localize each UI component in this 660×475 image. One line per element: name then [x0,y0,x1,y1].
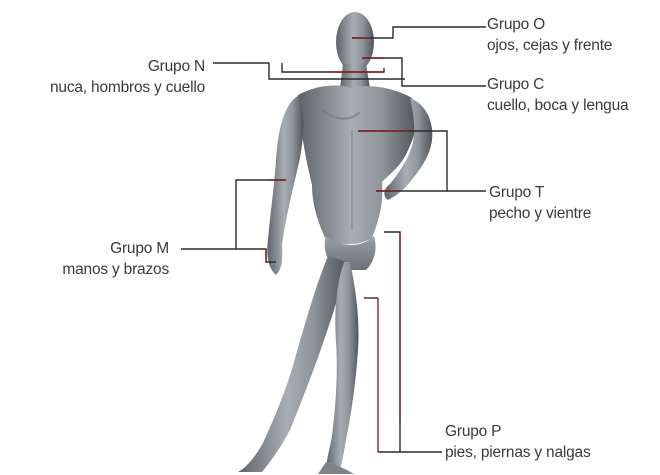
grupo-c-title: Grupo C [487,74,628,95]
label-grupo-p: Grupo P pies, piernas y nalgas [445,421,591,463]
label-grupo-n: Grupo N nuca, hombros y cuello [50,56,205,98]
mannequin-body [238,12,432,474]
grupo-p-title: Grupo P [445,421,591,442]
grupo-m-title: Grupo M [62,238,169,259]
leader-line-grupo-n [213,63,405,79]
grupo-p-description: pies, piernas y nalgas [445,442,591,463]
label-grupo-o: Grupo O ojos, cejas y frente [487,14,612,56]
grupo-t-description: pecho y vientre [489,203,591,224]
grupo-c-description: cuello, boca y lengua [487,95,628,116]
grupo-o-title: Grupo O [487,14,612,35]
grupo-t-title: Grupo T [489,182,591,203]
label-grupo-m: Grupo M manos y brazos [62,238,169,280]
grupo-o-description: ojos, cejas y frente [487,35,612,56]
label-grupo-t: Grupo T pecho y vientre [489,182,591,224]
grupo-m-description: manos y brazos [62,259,169,280]
label-grupo-c: Grupo C cuello, boca y lengua [487,74,628,116]
grupo-n-description: nuca, hombros y cuello [50,77,205,98]
grupo-n-title: Grupo N [50,56,205,77]
